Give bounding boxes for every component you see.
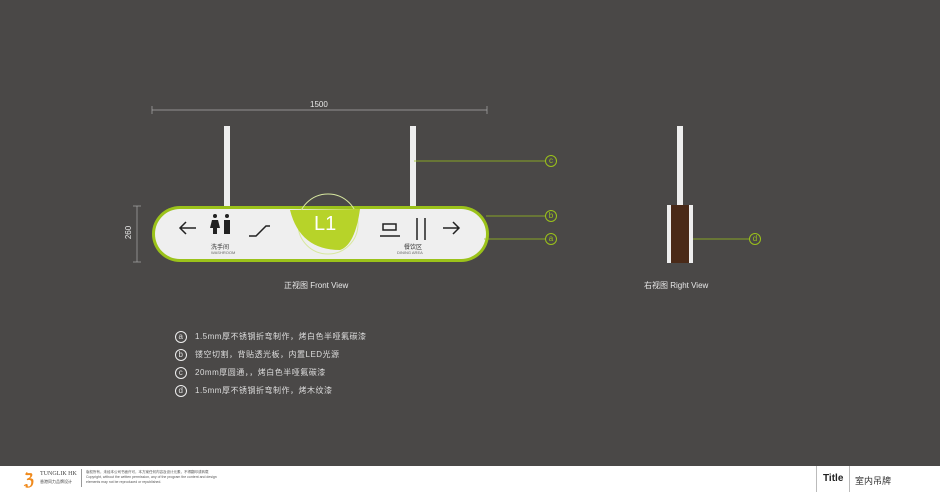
footer: ℨ TUNGLIK HK 香港同力品牌设计 版权所有，未经本公司书面许可，本方案…	[0, 466, 940, 492]
arrow-left-icon	[178, 221, 196, 235]
post-left	[224, 126, 230, 208]
brand-cn: 香港同力品牌设计	[40, 479, 72, 484]
right-post	[677, 126, 683, 206]
drawing	[133, 106, 749, 263]
cutlery-icon	[416, 218, 426, 240]
washroom-icon	[210, 214, 230, 234]
washroom-label: 洗手间	[211, 245, 230, 251]
washroom-label-en: WASHROOM	[211, 250, 236, 255]
callout-a: a	[545, 233, 557, 245]
brand: TUNGLIK HK	[40, 471, 77, 477]
post-right	[410, 126, 416, 208]
dining-label-en: DINING AREA	[397, 250, 423, 255]
width-dimension	[151, 106, 488, 114]
escalator-icon	[249, 225, 270, 237]
logo-icon: ℨ	[24, 472, 34, 489]
front-view-label: 正视图 Front View	[284, 281, 349, 290]
wood-panel	[671, 205, 689, 263]
callout-c: c	[545, 155, 557, 167]
cup-icon	[380, 223, 400, 237]
dining-label: 餐饮区	[404, 245, 423, 251]
callout-d: d	[749, 233, 761, 245]
height-label: 260	[124, 225, 134, 240]
callout-b: b	[545, 210, 557, 222]
level-badge	[290, 209, 360, 250]
title-value: 室内吊牌	[855, 476, 892, 486]
width-label: 1500	[310, 100, 328, 109]
height-dimension	[133, 205, 141, 263]
right-view-label: 右视图 Right View	[644, 281, 709, 290]
arrow-right-icon	[443, 221, 461, 235]
title-label: Title	[823, 473, 844, 484]
level-label: L1	[314, 213, 337, 235]
